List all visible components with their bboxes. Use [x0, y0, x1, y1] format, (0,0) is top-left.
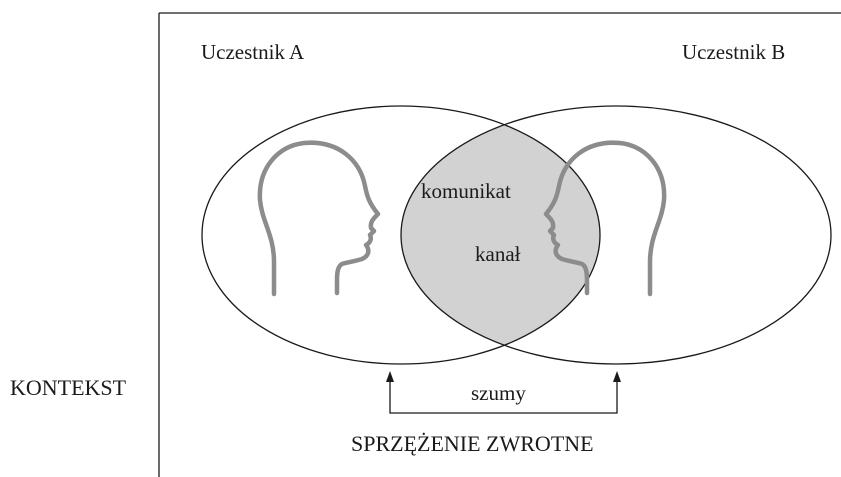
overlap-area — [401, 106, 600, 364]
participant-a-label: Uczestnik A — [201, 40, 305, 64]
participant-b-ellipse — [400, 105, 832, 365]
noise-label: szumy — [471, 381, 526, 405]
head-profile-facing-right-icon — [257, 140, 381, 297]
feedback-label: SPRZĘŻENIE ZWROTNE — [351, 431, 594, 456]
arrow-up-icon — [613, 371, 621, 382]
head-profile-facing-left-icon — [543, 140, 667, 297]
channel-label: kanał — [475, 242, 521, 266]
arrow-up-icon — [386, 371, 394, 382]
message-label: komunikat — [421, 179, 511, 203]
context-label: KONTEKST — [10, 375, 127, 400]
feedback-connector-line — [389, 381, 618, 414]
participant-a-ellipse — [201, 105, 601, 365]
participant-b-label: Uczestnik B — [682, 40, 786, 64]
